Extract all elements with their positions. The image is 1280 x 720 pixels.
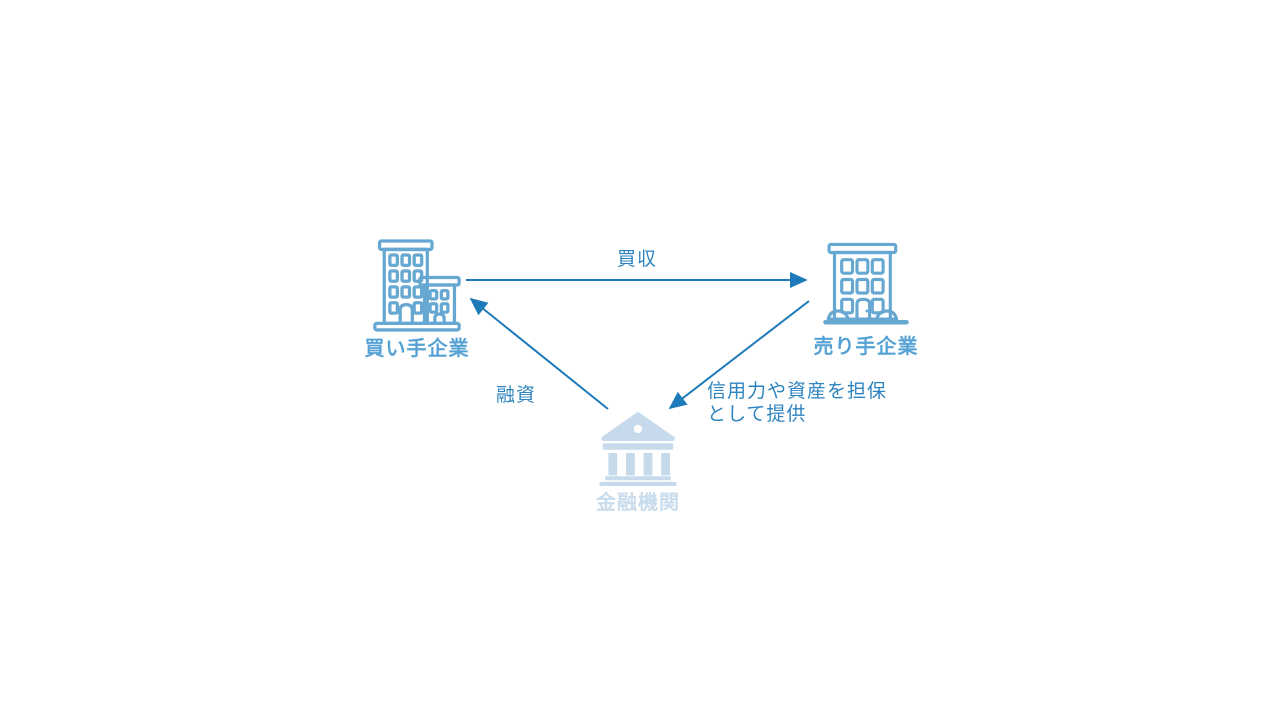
buyer-label: 買い手企業 (364, 338, 470, 360)
office-buildings-icon (373, 238, 461, 332)
seller-label: 売り手企業 (813, 336, 919, 358)
acquisition-edge-label: 買収 (616, 249, 657, 270)
loan-edge-label: 融資 (496, 385, 537, 406)
node-seller: 売り手企業 (791, 238, 941, 359)
collateral-edge-label-line1: 信用力や資産を担保 (707, 381, 888, 402)
collateral-edge-label-line2: として提供 (707, 404, 807, 425)
bank-icon (598, 412, 678, 486)
bank-label: 金融機関 (596, 492, 680, 514)
apartment-building-icon (821, 238, 911, 330)
node-buyer: 買い手企業 (342, 238, 492, 361)
collateral-edge-label: 信用力や資産を担保 として提供 (707, 380, 887, 426)
node-bank: 金融機関 (563, 412, 713, 515)
